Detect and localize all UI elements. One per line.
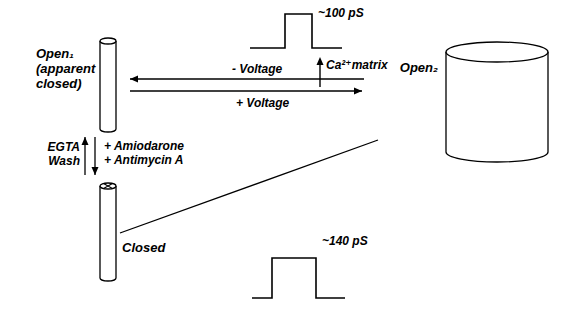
transition-arrow	[92, 137, 99, 175]
transition-arrow	[130, 88, 362, 95]
transition-label: + Amiodarone + Antimycin A	[104, 139, 190, 167]
calcium-arrowhead	[317, 57, 324, 65]
transition-label: - Voltage	[232, 62, 282, 76]
channel-state: Open₁ (apparent closed)	[100, 38, 116, 132]
channel-state: Open₂	[446, 42, 548, 162]
cylinder-shape	[100, 183, 116, 281]
arrow-line	[130, 90, 362, 91]
state-label: Open₁ (apparent closed)	[36, 46, 98, 91]
arrowhead	[354, 88, 362, 95]
cylinder-shape	[446, 42, 548, 162]
cylinder-top	[100, 183, 116, 189]
transition-label: EGTA Wash	[38, 140, 80, 168]
cylinder-shape	[100, 38, 116, 132]
pulse-trace	[252, 258, 345, 298]
cylinder-body	[100, 41, 116, 132]
arrowhead	[130, 76, 138, 83]
cylinder-body	[100, 186, 116, 281]
state-label: Open₂	[400, 60, 438, 75]
transition-arrow	[82, 137, 89, 175]
cylinder-top	[100, 38, 116, 44]
transition-label: + Voltage	[236, 96, 289, 110]
transition-arrow	[130, 76, 364, 83]
cylinder-body	[446, 52, 548, 162]
conductance-label: ~140 pS	[322, 234, 368, 248]
blocked-mark	[104, 184, 112, 188]
channel-state: Closed	[100, 183, 116, 281]
state-label: Closed	[122, 240, 165, 255]
arrowhead	[82, 137, 89, 145]
conductance-label: ~100 pS	[318, 6, 364, 20]
arrowhead	[92, 167, 99, 175]
cylinder-top	[446, 42, 548, 62]
ion-label: Ca²⁺matrix	[326, 58, 388, 72]
arrow-line	[130, 78, 364, 79]
calcium-arrow	[319, 64, 320, 87]
